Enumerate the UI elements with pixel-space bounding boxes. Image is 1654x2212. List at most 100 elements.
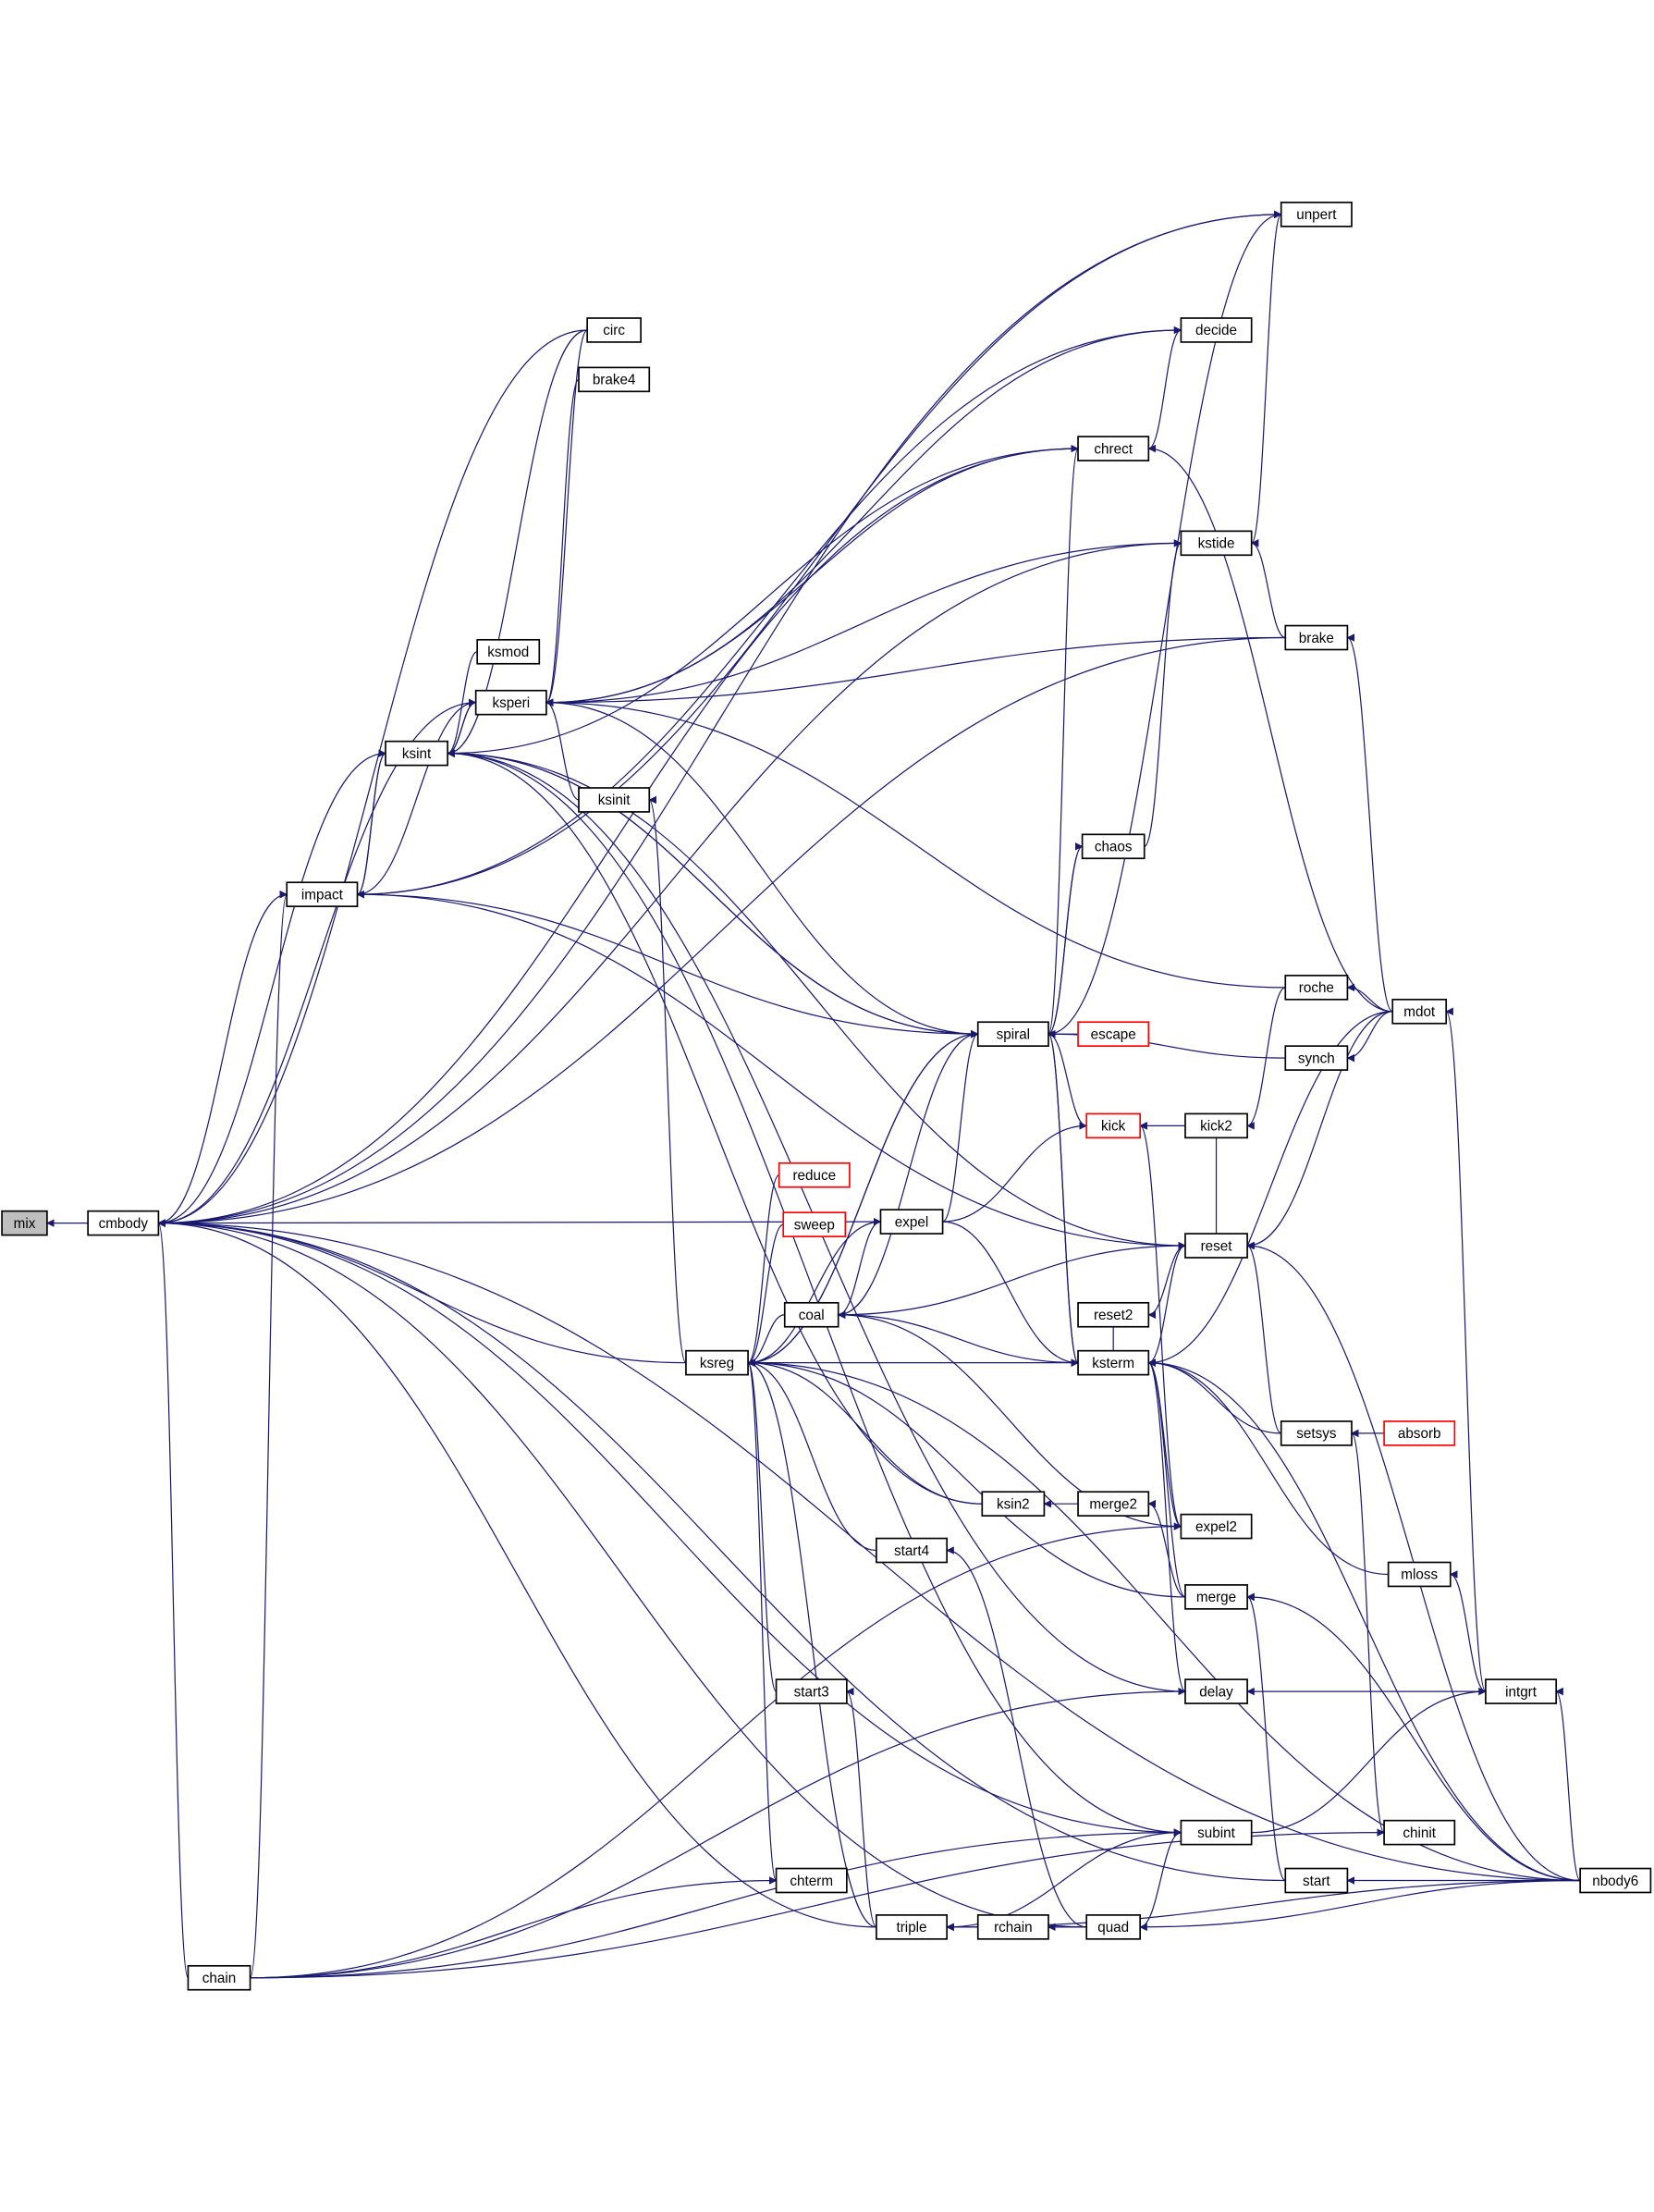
node-spiral[interactable]: spiral xyxy=(976,1021,1049,1048)
edge-chrect-to-decide xyxy=(1148,326,1182,449)
node-chain[interactable]: chain xyxy=(187,1964,251,1991)
node-nbody6[interactable]: nbody6 xyxy=(1579,1867,1652,1894)
node-delay[interactable]: delay xyxy=(1184,1678,1248,1704)
node-ksreg[interactable]: ksreg xyxy=(685,1349,749,1376)
edge-ksint-to-cmbody xyxy=(157,753,386,1227)
node-label: brake4 xyxy=(593,373,636,388)
node-merge2[interactable]: merge2 xyxy=(1077,1491,1150,1517)
node-rchain[interactable]: rchain xyxy=(976,1914,1049,1940)
edge-chain-to-expel2 xyxy=(250,1522,1182,1979)
node-subint[interactable]: subint xyxy=(1180,1819,1253,1846)
node-ksinit[interactable]: ksinit xyxy=(578,787,651,813)
node-start[interactable]: start xyxy=(1284,1867,1349,1894)
node-box xyxy=(1077,1021,1150,1048)
node-mdot[interactable]: mdot xyxy=(1391,998,1448,1025)
node-triple[interactable]: triple xyxy=(876,1914,949,1940)
node-absorb[interactable]: absorb xyxy=(1383,1420,1456,1446)
edge-sweep-to-ksreg xyxy=(747,1223,784,1367)
node-ksperi[interactable]: ksperi xyxy=(474,689,547,716)
node-label: absorb xyxy=(1398,1426,1441,1442)
node-coal[interactable]: coal xyxy=(783,1301,839,1328)
node-chaos[interactable]: chaos xyxy=(1081,833,1146,860)
node-ksint[interactable]: ksint xyxy=(385,740,448,767)
node-brake[interactable]: brake xyxy=(1284,624,1349,651)
edge-expel-to-spiral xyxy=(942,1030,979,1223)
node-box xyxy=(1383,1819,1456,1846)
node-kick[interactable]: kick xyxy=(1085,1112,1142,1139)
node-unpert[interactable]: unpert xyxy=(1280,202,1353,227)
node-box xyxy=(1077,1349,1150,1376)
node-setsys[interactable]: setsys xyxy=(1280,1420,1353,1446)
node-ksterm[interactable]: ksterm xyxy=(1077,1349,1150,1376)
node-label: chterm xyxy=(790,1874,833,1889)
node-escape[interactable]: escape xyxy=(1077,1021,1150,1048)
node-box xyxy=(976,1914,1049,1940)
node-label: decide xyxy=(1195,323,1237,338)
node-chinit[interactable]: chinit xyxy=(1383,1819,1456,1846)
node-expel2[interactable]: expel2 xyxy=(1180,1513,1253,1540)
edge-start-to-cmbody xyxy=(157,1219,1286,1882)
node-quad[interactable]: quad xyxy=(1085,1914,1142,1940)
edge-expel2-to-ksterm xyxy=(1147,1358,1182,1528)
node-kstide[interactable]: kstide xyxy=(1180,530,1253,557)
node-ksin2[interactable]: ksin2 xyxy=(981,1491,1046,1517)
edge-ksperi-to-impact xyxy=(356,702,476,899)
node-expel[interactable]: expel xyxy=(879,1209,944,1235)
node-label: escape xyxy=(1091,1026,1136,1042)
edge-triple-to-cmbody xyxy=(157,1219,876,1928)
node-cmbody[interactable]: cmbody xyxy=(87,1210,160,1236)
node-ksmod[interactable]: ksmod xyxy=(476,638,541,665)
edge-mdot-to-roche xyxy=(1346,983,1393,1013)
node-label: reduce xyxy=(792,1168,836,1184)
edge-impact-to-spiral xyxy=(357,893,979,1038)
node-intgrt[interactable]: intgrt xyxy=(1485,1678,1558,1704)
node-label: roche xyxy=(1299,980,1334,996)
node-roche[interactable]: roche xyxy=(1284,975,1349,1001)
edge-impact-to-reset xyxy=(357,893,1186,1250)
node-mloss[interactable]: mloss xyxy=(1387,1561,1452,1588)
node-label: delay xyxy=(1199,1684,1233,1700)
edge-roche-to-ksperi xyxy=(545,698,1286,989)
node-box xyxy=(775,1678,848,1704)
node-label: triple xyxy=(896,1920,926,1936)
node-reset[interactable]: reset xyxy=(1184,1233,1248,1259)
edge-impact-to-cmbody xyxy=(157,893,288,1227)
node-box xyxy=(1077,1301,1150,1328)
edge-triple-to-start3 xyxy=(846,1687,877,1928)
edge-nbody6-to-merge xyxy=(1246,1592,1581,1882)
node-kick2[interactable]: kick2 xyxy=(1184,1112,1248,1139)
edge-ksin2-to-ksint xyxy=(447,749,983,1505)
node-box xyxy=(1284,1045,1349,1071)
node-chrect[interactable]: chrect xyxy=(1077,436,1150,461)
node-box xyxy=(879,1209,944,1235)
node-box xyxy=(385,740,448,767)
node-box xyxy=(778,1161,851,1188)
node-sweep[interactable]: sweep xyxy=(782,1211,847,1237)
edge-cmbody-to-expel xyxy=(158,1217,882,1226)
node-box xyxy=(1184,1233,1248,1259)
node-impact[interactable]: impact xyxy=(286,881,359,907)
node-label: synch xyxy=(1298,1051,1335,1066)
node-decide[interactable]: decide xyxy=(1180,317,1253,343)
edge-chain-to-chinit xyxy=(250,1828,1385,1979)
node-brake4[interactable]: brake4 xyxy=(578,366,651,393)
node-start4[interactable]: start4 xyxy=(876,1537,949,1564)
node-start3[interactable]: start3 xyxy=(775,1678,848,1704)
node-label: expel xyxy=(895,1214,928,1230)
node-synch[interactable]: synch xyxy=(1284,1045,1349,1071)
edge-circ-to-cmbody xyxy=(157,329,588,1227)
node-label: ksmod xyxy=(487,645,529,660)
node-reset2[interactable]: reset2 xyxy=(1077,1301,1150,1328)
node-circ[interactable]: circ xyxy=(586,317,642,343)
edge-expel-to-kick xyxy=(942,1122,1088,1223)
node-box xyxy=(976,1021,1049,1048)
node-label: merge xyxy=(1196,1590,1236,1605)
edge-nbody6-to-cmbody xyxy=(157,1219,1581,1882)
node-box xyxy=(578,366,651,393)
node-reduce[interactable]: reduce xyxy=(778,1161,851,1188)
node-box xyxy=(1579,1867,1652,1894)
node-chterm[interactable]: chterm xyxy=(775,1867,848,1894)
node-merge[interactable]: merge xyxy=(1184,1584,1248,1610)
node-mix[interactable]: mix xyxy=(1,1210,48,1236)
